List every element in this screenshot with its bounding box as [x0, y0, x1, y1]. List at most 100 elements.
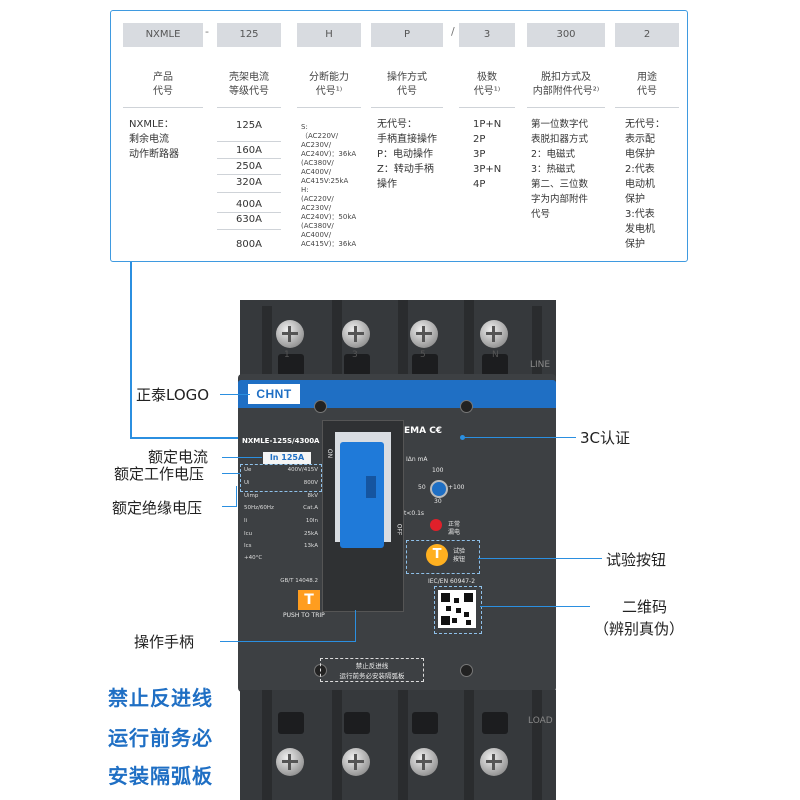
test-button[interactable]: T — [426, 544, 448, 566]
header-breaking: H — [297, 23, 361, 47]
header-product: NXMLE — [123, 23, 203, 47]
terminal-port — [412, 712, 438, 734]
terminal-port — [482, 712, 508, 734]
callout-qr-code: 二维码 — [622, 598, 668, 616]
header-separator-slash: / — [451, 25, 455, 38]
pole-number: 5 — [420, 350, 426, 360]
dial-value: +100 — [448, 484, 465, 491]
divider — [217, 229, 281, 230]
dial-value: 30 — [434, 498, 442, 505]
title-breaking: 分断能力代号¹⁾ — [309, 72, 349, 97]
callout-rated-current: 额定电流 — [148, 448, 209, 466]
test-button-highlight — [406, 540, 480, 574]
chnt-logo: CHNT — [248, 384, 300, 404]
terminal-screw — [410, 748, 438, 776]
indicator-label-normal: 正常 — [448, 521, 461, 528]
qr-cell — [446, 606, 451, 611]
usage-code-list: 无代号： 表示配 电保护 2:代表 电动机 保护 3:代表 发电机 保护 — [625, 119, 665, 250]
leader-line — [464, 437, 576, 438]
terminal-divider — [464, 300, 474, 380]
callout-insulation-voltage: 额定绝缘电压 — [112, 499, 203, 517]
on-label: ON — [326, 448, 334, 459]
handle-notch — [366, 476, 376, 498]
header-trip: 300 — [527, 23, 605, 47]
cover-screw — [460, 400, 473, 413]
push-to-trip-button[interactable]: T — [298, 590, 320, 610]
terminal-screw — [480, 320, 508, 348]
header-frame: 125 — [217, 23, 281, 47]
terminal-divider — [332, 690, 342, 800]
qr-cell — [464, 593, 473, 602]
operation-code-list: 无代号： 手柄直接操作 P：电动操作 Z：转动手柄 操作 — [377, 119, 437, 190]
callout-handle: 操作手柄 — [134, 633, 195, 651]
title-product: 产品代号 — [153, 72, 173, 97]
terminal-screw — [342, 748, 370, 776]
rated-current-plate: In 125A — [263, 452, 311, 464]
leader-dot — [460, 435, 465, 440]
pole-number: N — [492, 350, 499, 360]
leader-line — [222, 473, 240, 474]
qr-highlight — [434, 586, 482, 634]
terminal-divider — [262, 306, 272, 380]
frame-rating: 320A — [236, 177, 262, 188]
header-usage: 2 — [615, 23, 679, 47]
pole-number: 3 — [352, 350, 358, 360]
leader-line — [478, 558, 602, 559]
divider — [297, 107, 361, 108]
divider — [217, 192, 281, 193]
cover-screw — [460, 664, 473, 677]
frame-rating: 630A — [236, 214, 262, 225]
terminal-port — [278, 354, 304, 376]
line-label: LINE — [530, 360, 551, 370]
pole-code-list: 1P+N 2P 3P 3P+N 4P — [473, 119, 502, 190]
callout-3c-certification: 3C认证 — [580, 429, 631, 447]
terminal-screw — [276, 320, 304, 348]
divider — [217, 107, 281, 108]
qr-cell — [456, 608, 461, 613]
divider — [217, 141, 281, 142]
terminal-port — [482, 354, 508, 376]
divider — [123, 107, 203, 108]
dial-value: 50 — [418, 484, 426, 491]
divider — [217, 174, 281, 175]
push-to-trip-label: PUSH TO TRIP — [283, 612, 325, 619]
top-terminal-block: 1 3 5 N LINE — [240, 300, 556, 380]
operating-handle[interactable] — [340, 442, 384, 548]
title-usage: 用途代号 — [637, 72, 657, 97]
header-poles: 3 — [459, 23, 515, 47]
header-separator-dash: - — [205, 25, 209, 38]
cover-screw — [314, 400, 327, 413]
test-button-label: 试验按钮 — [453, 548, 466, 563]
divider — [371, 107, 443, 108]
frame-rating: 250A — [236, 161, 262, 172]
warning-line-2: 运行前务必 — [108, 726, 213, 750]
standard-iec: IEC/EN 60947-2 — [428, 578, 476, 585]
title-poles: 极数代号¹⁾ — [473, 72, 501, 97]
trip-code-list: 第一位数字代 表脱扣器方式 2：电磁式 3：热磁式 第二、三位数 字为内部附件 … — [531, 119, 589, 220]
title-operation: 操作方式代号 — [387, 72, 427, 97]
leader-line — [222, 506, 237, 507]
qr-cell — [454, 598, 459, 603]
title-trip: 脱扣方式及内部附件代号²⁾ — [532, 72, 600, 97]
terminal-divider — [532, 690, 542, 800]
terminal-port — [344, 712, 370, 734]
callout-rated-voltage: 额定工作电压 — [114, 465, 205, 483]
sensitivity-dial[interactable] — [430, 480, 448, 498]
leader-line — [355, 610, 356, 642]
qr-cell — [464, 612, 469, 617]
pole-number: 1 — [284, 350, 290, 360]
indicator-label-leak: 漏电 — [448, 529, 461, 536]
model-selection-table: NXMLE - 125 H P / 3 300 2 产品代号 壳架电流等级代号 … — [110, 10, 688, 262]
terminal-screw — [342, 320, 370, 348]
connector-line — [130, 262, 132, 438]
frame-rating: 160A — [236, 145, 262, 156]
terminal-divider — [332, 300, 342, 380]
terminal-divider — [398, 690, 408, 800]
callout-logo: 正泰LOGO — [136, 386, 210, 404]
